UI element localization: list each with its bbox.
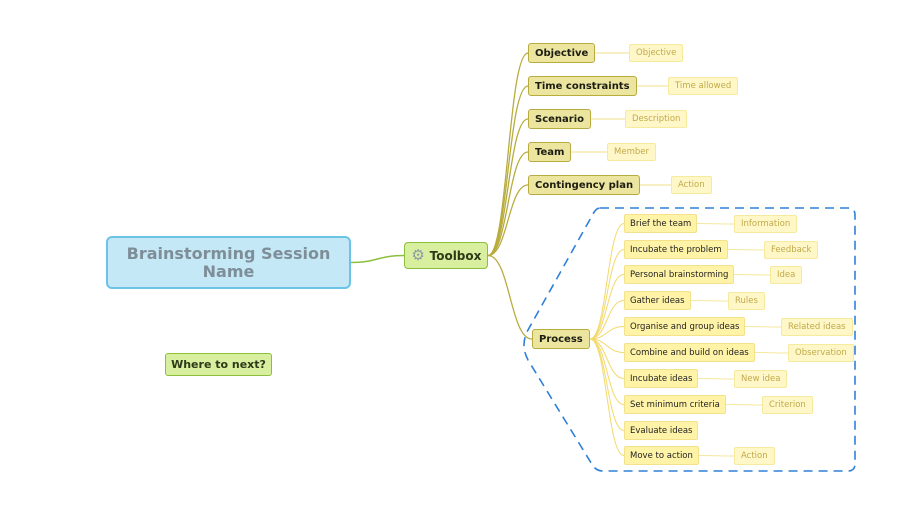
step-label: Set minimum criteria	[630, 399, 720, 410]
connector-toolbox-branch	[487, 184, 529, 257]
branch-child-description[interactable]: Description	[625, 110, 688, 128]
connector-process-step	[589, 274, 625, 340]
step-child-feedback[interactable]: Feedback	[764, 241, 819, 259]
step-move-to-action[interactable]: Move to action	[624, 446, 699, 465]
branch-label: Objective	[535, 47, 589, 59]
step-evaluate-ideas[interactable]: Evaluate ideas	[624, 421, 699, 440]
connector-step-leaf	[697, 378, 735, 380]
connector-step-leaf	[733, 274, 771, 276]
leaf-label: Rules	[735, 296, 758, 306]
connector-process-step	[589, 249, 625, 340]
branch-child-time-allowed[interactable]: Time allowed	[668, 77, 739, 95]
step-child-criterion[interactable]: Criterion	[762, 396, 813, 414]
connector-step-leaf	[744, 326, 782, 328]
step-label: Incubate the problem	[630, 244, 722, 255]
toolbox-label: Toolbox	[429, 248, 482, 263]
process-boundary	[523, 207, 856, 472]
branch-child-member[interactable]: Member	[607, 143, 656, 161]
step-label: Move to action	[630, 450, 693, 461]
step-incubate-the-problem[interactable]: Incubate the problem	[624, 240, 728, 259]
connector-step-leaf	[698, 455, 735, 457]
branch-time-constraints[interactable]: Time constraints	[528, 76, 637, 96]
leaf-label: Action	[678, 180, 705, 190]
connector-toolbox-branch	[487, 151, 529, 257]
step-child-new-idea[interactable]: New idea	[734, 370, 788, 388]
step-organise-and-group-ideas[interactable]: Organise and group ideas	[624, 317, 746, 336]
step-label: Gather ideas	[630, 295, 685, 306]
step-child-observation[interactable]: Observation	[788, 344, 854, 362]
connector-toolbox-branch	[487, 254, 533, 340]
step-brief-the-team[interactable]: Brief the team	[624, 214, 698, 233]
connector-process-step	[589, 338, 625, 431]
step-gather-ideas[interactable]: Gather ideas	[624, 291, 691, 310]
step-combine-and-build-on-ideas[interactable]: Combine and build on ideas	[624, 343, 755, 362]
branch-contingency-plan[interactable]: Contingency plan	[528, 175, 641, 195]
leaf-label: Observation	[795, 348, 847, 358]
branch-label: Scenario	[535, 113, 585, 125]
leaf-label: Action	[741, 451, 768, 461]
step-label: Brief the team	[630, 218, 692, 229]
connector-step-leaf	[690, 300, 729, 302]
step-child-idea[interactable]: Idea	[770, 266, 803, 284]
step-label: Incubate ideas	[630, 373, 693, 384]
step-label: Personal brainstorming	[630, 269, 729, 280]
connector-toolbox-branch	[487, 118, 529, 257]
step-child-information[interactable]: Information	[734, 215, 798, 233]
connector-process-step	[589, 326, 625, 340]
leaf-label: Information	[741, 219, 791, 229]
toolbox-topic[interactable]: ⚙ Toolbox	[404, 242, 488, 269]
step-child-rules[interactable]: Rules	[728, 292, 765, 310]
branch-child-objective[interactable]: Objective	[629, 44, 684, 62]
step-label: Combine and build on ideas	[630, 347, 749, 358]
leaf-label: Member	[614, 147, 649, 157]
branch-process[interactable]: Process	[532, 329, 590, 349]
connector-step-leaf	[754, 352, 789, 354]
connector-step-leaf	[727, 249, 765, 251]
branch-label: Time constraints	[535, 80, 630, 92]
connector-process-step	[589, 300, 625, 340]
leaf-label: Idea	[777, 270, 796, 280]
connector-toolbox-branch	[487, 52, 529, 257]
leaf-label: Objective	[636, 48, 677, 58]
leaf-label: Criterion	[769, 400, 806, 410]
floating-topic-label: Where to next?	[171, 358, 266, 371]
leaf-label: Related ideas	[788, 322, 846, 332]
branch-label: Team	[535, 146, 565, 158]
connector-toolbox-branch	[487, 85, 529, 257]
connector-process-step	[589, 338, 625, 456]
leaf-label: Time allowed	[675, 81, 732, 91]
step-set-minimum-criteria[interactable]: Set minimum criteria	[624, 395, 726, 414]
step-incubate-ideas[interactable]: Incubate ideas	[624, 369, 699, 388]
connectors	[350, 52, 789, 457]
leaf-label: Feedback	[771, 245, 812, 255]
leaf-label: Description	[632, 114, 681, 124]
connector-process-step	[589, 223, 625, 340]
step-personal-brainstorming[interactable]: Personal brainstorming	[624, 265, 735, 284]
central-topic[interactable]: Brainstorming Session Name	[106, 236, 351, 289]
connector-step-leaf	[696, 223, 735, 225]
connector-process-step	[589, 338, 625, 405]
step-label: Evaluate ideas	[630, 425, 693, 436]
branch-child-action[interactable]: Action	[671, 176, 712, 194]
connector-step-leaf	[725, 404, 763, 406]
branch-objective[interactable]: Objective	[528, 43, 596, 63]
connector-central-toolbox	[350, 254, 405, 264]
gear-icon: ⚙	[411, 246, 425, 264]
branch-label: Contingency plan	[535, 179, 634, 191]
step-child-action[interactable]: Action	[734, 447, 775, 465]
branch-scenario[interactable]: Scenario	[528, 109, 592, 129]
step-child-related-ideas[interactable]: Related ideas	[781, 318, 853, 336]
central-topic-label: Brainstorming Session Name	[126, 243, 331, 281]
floating-topic[interactable]: Where to next?	[165, 353, 272, 376]
step-label: Organise and group ideas	[630, 321, 740, 332]
branch-team[interactable]: Team	[528, 142, 572, 162]
branch-label: Process	[539, 333, 583, 345]
leaf-label: New idea	[741, 374, 781, 384]
